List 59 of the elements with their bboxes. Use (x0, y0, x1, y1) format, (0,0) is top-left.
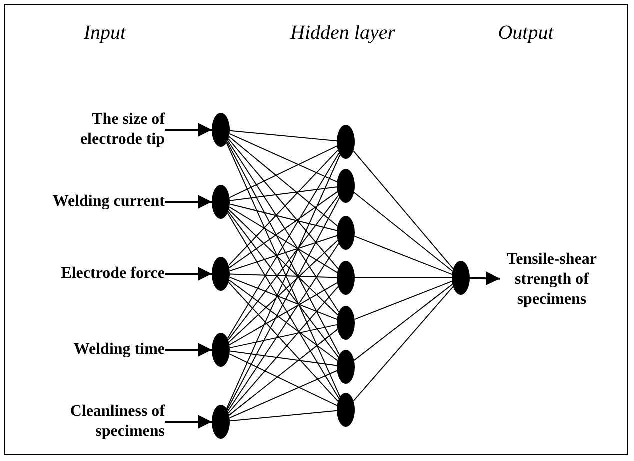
input-label: Electrode force (35, 252, 165, 296)
column-heading: Hidden layer (290, 22, 396, 45)
connection-line (229, 206, 338, 274)
connection-line (229, 370, 338, 419)
connection-line (228, 240, 338, 343)
connection-line (227, 140, 340, 313)
neuron (212, 185, 230, 219)
connection-line (229, 354, 338, 406)
column-heading: Input (84, 22, 126, 45)
neuron (337, 169, 355, 203)
connection-line (353, 286, 454, 402)
neuron (337, 261, 355, 295)
arrow (165, 195, 212, 209)
arrow (165, 343, 212, 357)
arrow (165, 415, 212, 429)
connection-line (230, 274, 338, 278)
connection-line (353, 150, 454, 270)
connection-line (228, 329, 338, 416)
neuron (337, 125, 355, 159)
column-heading: Output (498, 22, 554, 45)
connection-line (229, 204, 338, 232)
connection-line (354, 284, 454, 362)
input-label: Welding current (35, 180, 165, 224)
connection-line (354, 280, 453, 320)
connection-line (228, 280, 338, 362)
neuron (337, 393, 355, 427)
input-label: Welding time (35, 328, 165, 372)
connection-line (354, 236, 453, 276)
connection-line (228, 136, 338, 227)
connection-line (230, 130, 338, 142)
connection-line (229, 324, 338, 349)
output-label: Tensile-shear strength of specimens (500, 247, 604, 313)
neuron (337, 306, 355, 340)
connection-line (228, 191, 338, 269)
arrow (470, 272, 500, 286)
connection-line (229, 235, 338, 272)
connection-line (229, 276, 338, 320)
connection-line (229, 133, 338, 183)
connection-line (229, 186, 338, 202)
arrow (165, 123, 212, 137)
connection-line (354, 192, 454, 272)
neuron (337, 216, 355, 250)
neuron (212, 113, 230, 147)
connection-line (229, 350, 338, 366)
input-label: The size of electrode tip (35, 108, 165, 152)
connection-line (229, 282, 338, 346)
connection-line (229, 146, 338, 198)
neuron (212, 257, 230, 291)
neuron (452, 261, 470, 295)
connection-line (228, 243, 340, 412)
neuron (212, 405, 230, 439)
connection-line (230, 410, 338, 422)
neuron (337, 350, 355, 384)
connection-line (228, 209, 338, 316)
connection-line (228, 211, 340, 358)
input-label: Cleanliness of specimens (35, 400, 165, 444)
connection-line (228, 195, 340, 341)
neuron (212, 333, 230, 367)
arrow (165, 267, 212, 281)
